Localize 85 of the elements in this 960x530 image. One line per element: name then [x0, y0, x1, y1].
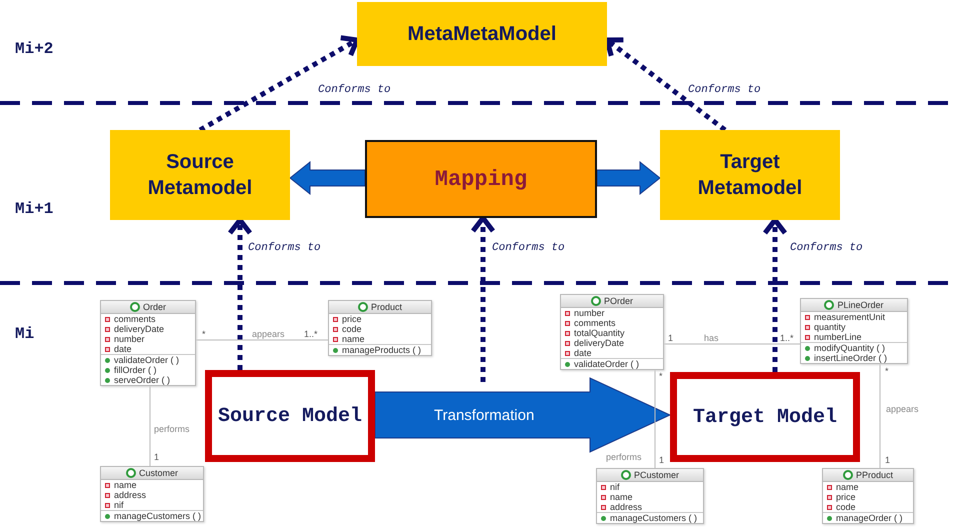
multiplicity-label: 1 — [885, 455, 890, 465]
class-name: PCustomer — [634, 470, 679, 480]
attribute-name: number — [114, 334, 145, 344]
box-label: MetaMetaModel — [408, 22, 556, 47]
method-name: modifyQuantity ( ) — [814, 343, 886, 353]
class-name: Customer — [138, 468, 178, 478]
class-name: PProduct — [856, 470, 894, 480]
multiplicity-label: 1 — [668, 333, 674, 343]
box-label: Target Metamodel — [696, 150, 804, 201]
attribute-name: price — [342, 314, 362, 324]
block-arrow — [596, 160, 661, 196]
level-label: Mi+2 — [15, 40, 54, 58]
method-name: fillOrder ( ) — [114, 365, 156, 375]
class-name: POrder — [604, 296, 633, 306]
attribute-name: number — [574, 308, 605, 318]
mapping-box — [365, 140, 597, 218]
method-name: validateOrder ( ) — [114, 355, 180, 365]
multiplicity-label: * — [885, 366, 889, 376]
attribute-name: numberLine — [814, 332, 862, 342]
method-name: manageCustomers ( ) — [114, 511, 202, 521]
box-label: Mapping — [434, 166, 528, 192]
frame-label: Target Model — [692, 406, 838, 428]
method-name: insertLineOrder ( ) — [814, 353, 888, 363]
attribute-name: date — [114, 344, 132, 354]
dotted-arrow — [228, 218, 252, 370]
dotted-arrow — [198, 35, 360, 132]
uml-class-box — [560, 294, 664, 370]
attribute-name: address — [114, 490, 146, 500]
attribute-name: name — [836, 482, 859, 492]
edge-label: appears — [886, 404, 919, 414]
class-name: PLineOrder — [837, 300, 884, 310]
method-name: manageCustomers ( ) — [610, 513, 698, 523]
attribute-name: code — [836, 502, 856, 512]
uml-class-box — [800, 298, 908, 364]
multiplicity-label: 1..* — [304, 329, 318, 339]
attribute-name: totalQuantity — [574, 328, 625, 338]
attribute-name: nif — [114, 500, 124, 510]
attribute-name: deliveryDate — [574, 338, 624, 348]
uml-class-box — [822, 468, 914, 524]
multiplicity-label: 1..* — [780, 333, 794, 343]
attribute-name: date — [574, 348, 592, 358]
method-name: manageOrder ( ) — [836, 513, 903, 523]
class-name: Product — [370, 302, 402, 312]
attribute-name: name — [610, 492, 633, 502]
model-frame — [670, 372, 860, 462]
attribute-name: name — [342, 334, 365, 344]
metamodel-box — [357, 2, 607, 66]
edge-label: appears — [252, 329, 285, 339]
attribute-name: deliveryDate — [114, 324, 164, 334]
multiplicity-label: * — [659, 371, 663, 381]
edge-label: performs — [606, 452, 642, 462]
attribute-name: comments — [574, 318, 616, 328]
attribute-name: comments — [114, 314, 156, 324]
association-line — [654, 370, 656, 468]
metamodel-box — [110, 130, 290, 220]
frame-label: Source Model — [218, 404, 362, 428]
method-name: validateOrder ( ) — [574, 359, 640, 369]
attribute-name: quantity — [814, 322, 846, 332]
attribute-name: nif — [610, 482, 620, 492]
attribute-name: address — [610, 502, 642, 512]
attribute-name: measurementUnit — [814, 312, 886, 322]
block-arrow — [289, 160, 366, 196]
uml-class-box — [100, 300, 196, 386]
model-frame — [205, 370, 375, 462]
multiplicity-label: 1 — [659, 455, 664, 465]
edge-label: has — [704, 333, 719, 343]
uml-class-box — [100, 466, 204, 522]
level-label: Mi+1 — [15, 200, 54, 218]
multiplicity-label: * — [202, 329, 206, 339]
dotted-arrow — [470, 216, 496, 382]
attribute-name: code — [342, 324, 362, 334]
attribute-name: price — [836, 492, 856, 502]
edge-label: performs — [154, 424, 190, 434]
multiplicity-label: 1 — [154, 452, 160, 462]
uml-class-box — [596, 468, 704, 524]
box-label: Source Metamodel — [146, 150, 254, 201]
uml-class-box — [328, 300, 432, 356]
metamodel-box — [660, 130, 840, 220]
block-arrow — [374, 377, 672, 453]
dotted-arrow — [762, 218, 788, 372]
class-name: Order — [142, 302, 166, 312]
method-name: manageProducts ( ) — [342, 345, 422, 355]
level-label: Mi — [15, 325, 34, 343]
attribute-name: name — [114, 480, 137, 490]
method-name: serveOrder ( ) — [114, 375, 170, 385]
